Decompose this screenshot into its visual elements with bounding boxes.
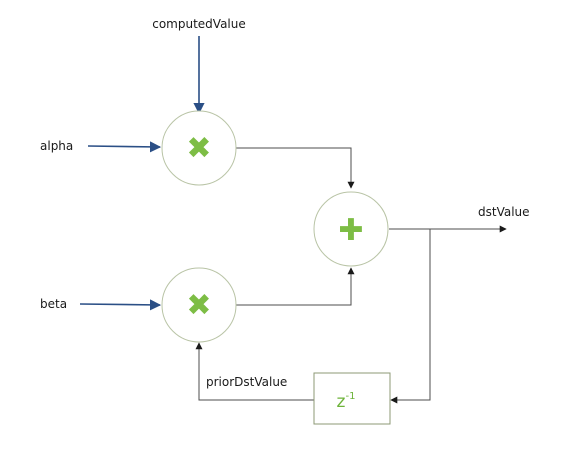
- delay-base: z: [337, 392, 346, 412]
- plus-icon: ✚: [338, 213, 363, 248]
- computed-value-label: computedValue: [152, 17, 246, 31]
- bottom-multiply-to-add-wire: [236, 267, 355, 306]
- delay-block-box: [313, 372, 391, 425]
- feedback-wire: [390, 229, 431, 404]
- multiply-icon: ✖: [186, 131, 211, 166]
- top-multiply-to-add-wire: [236, 147, 355, 189]
- dst-value-label: dstValue: [478, 205, 530, 219]
- alpha-label: alpha: [40, 139, 73, 153]
- multiply-node-bottom-circle: [161, 267, 237, 343]
- add-node-circle: [313, 191, 389, 267]
- delay-exponent: -1: [345, 391, 355, 402]
- delay-label: z-1: [337, 391, 356, 412]
- multiply-node-top-circle: [161, 110, 237, 186]
- delay-block: z-1: [313, 372, 391, 425]
- alpha-arrow: [87, 141, 162, 153]
- multiply-node-top: ✖: [161, 110, 237, 186]
- prior-dst-value-wire: [195, 342, 314, 401]
- multiply-icon: ✖: [186, 288, 211, 323]
- prior-dst-value-label: priorDstValue: [206, 375, 287, 389]
- multiply-node-bottom: ✖: [161, 267, 237, 343]
- beta-arrow: [79, 299, 162, 311]
- beta-label: beta: [40, 297, 67, 311]
- add-node: ✚: [313, 191, 389, 267]
